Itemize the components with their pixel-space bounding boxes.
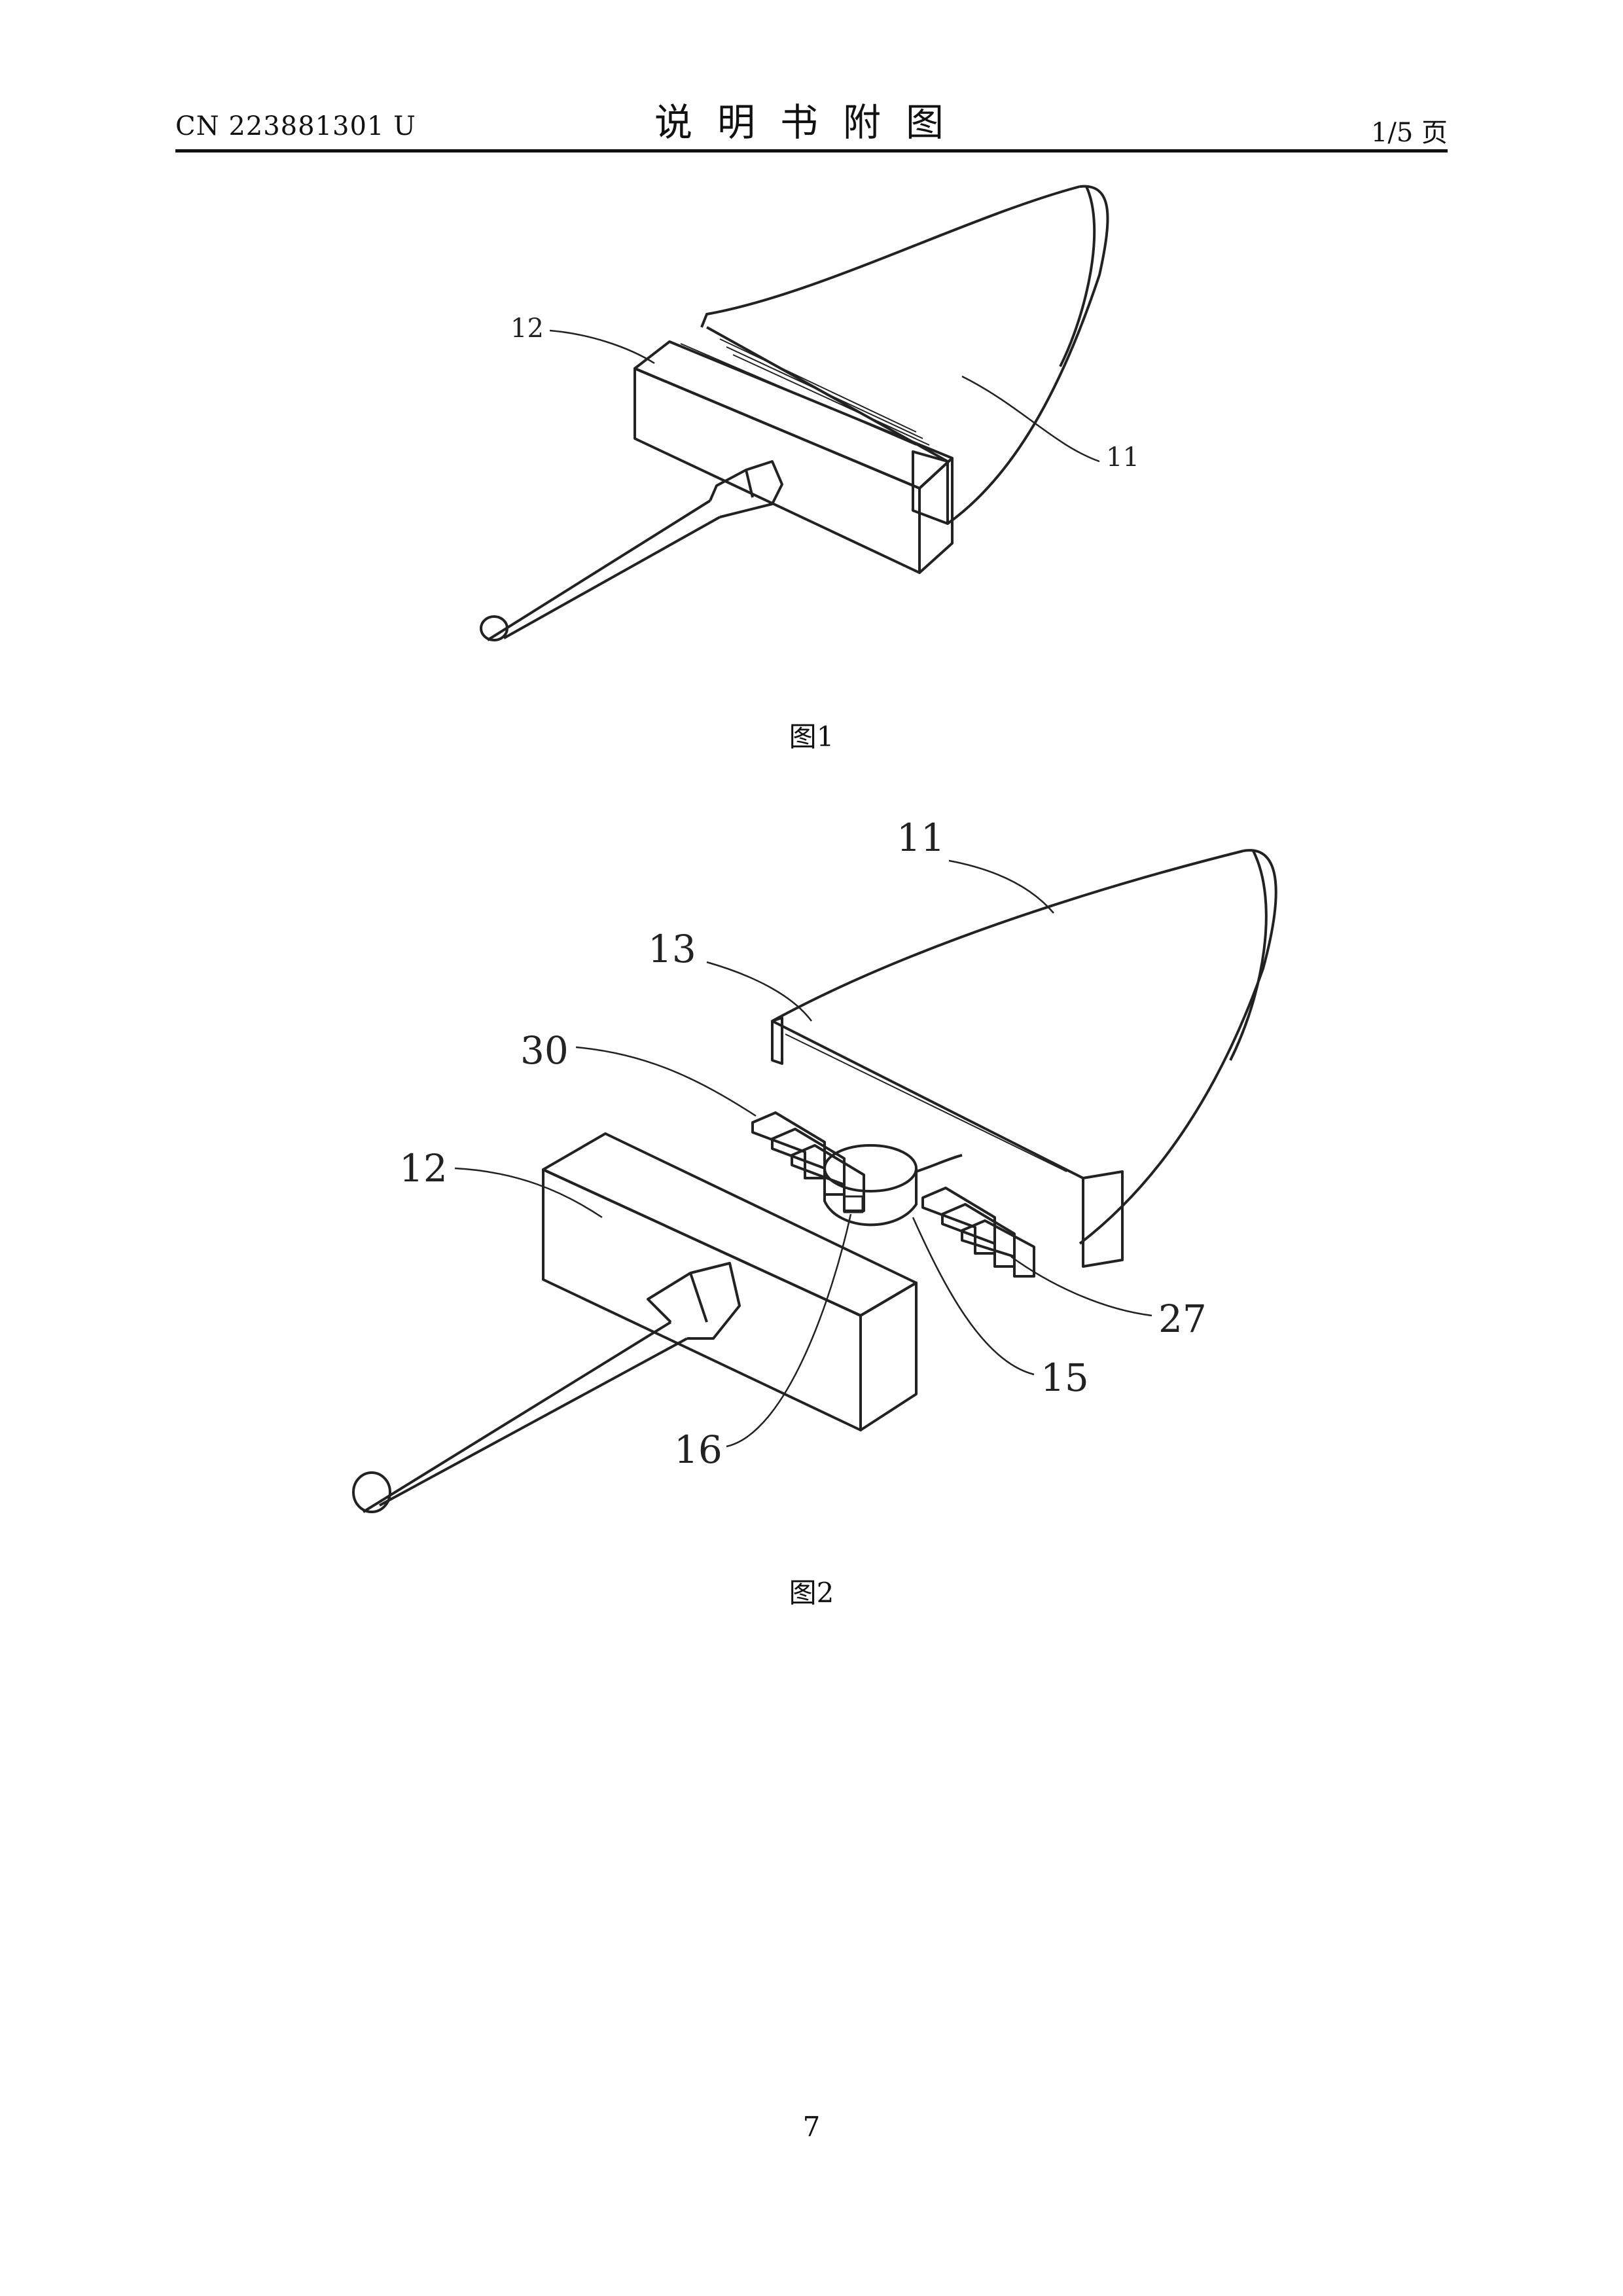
fig2-label-30: 30	[520, 1028, 569, 1073]
figure-2-drawing: 11 13 30 12 27 15 16	[0, 0, 1623, 1610]
fig2-label-15: 15	[1041, 1355, 1089, 1400]
figure-2-caption: 图2	[0, 1571, 1623, 1611]
fig2-label-12: 12	[399, 1146, 448, 1191]
page-number: 7	[0, 2111, 1623, 2143]
fig2-label-27: 27	[1158, 1297, 1207, 1341]
fig2-label-11: 11	[897, 816, 945, 860]
fig2-label-13: 13	[648, 927, 696, 971]
fig2-cable	[353, 1263, 740, 1512]
fig2-prongs-right	[923, 1188, 1034, 1276]
fig2-label-16: 16	[674, 1427, 722, 1472]
fig2-head-body	[772, 850, 1276, 1266]
